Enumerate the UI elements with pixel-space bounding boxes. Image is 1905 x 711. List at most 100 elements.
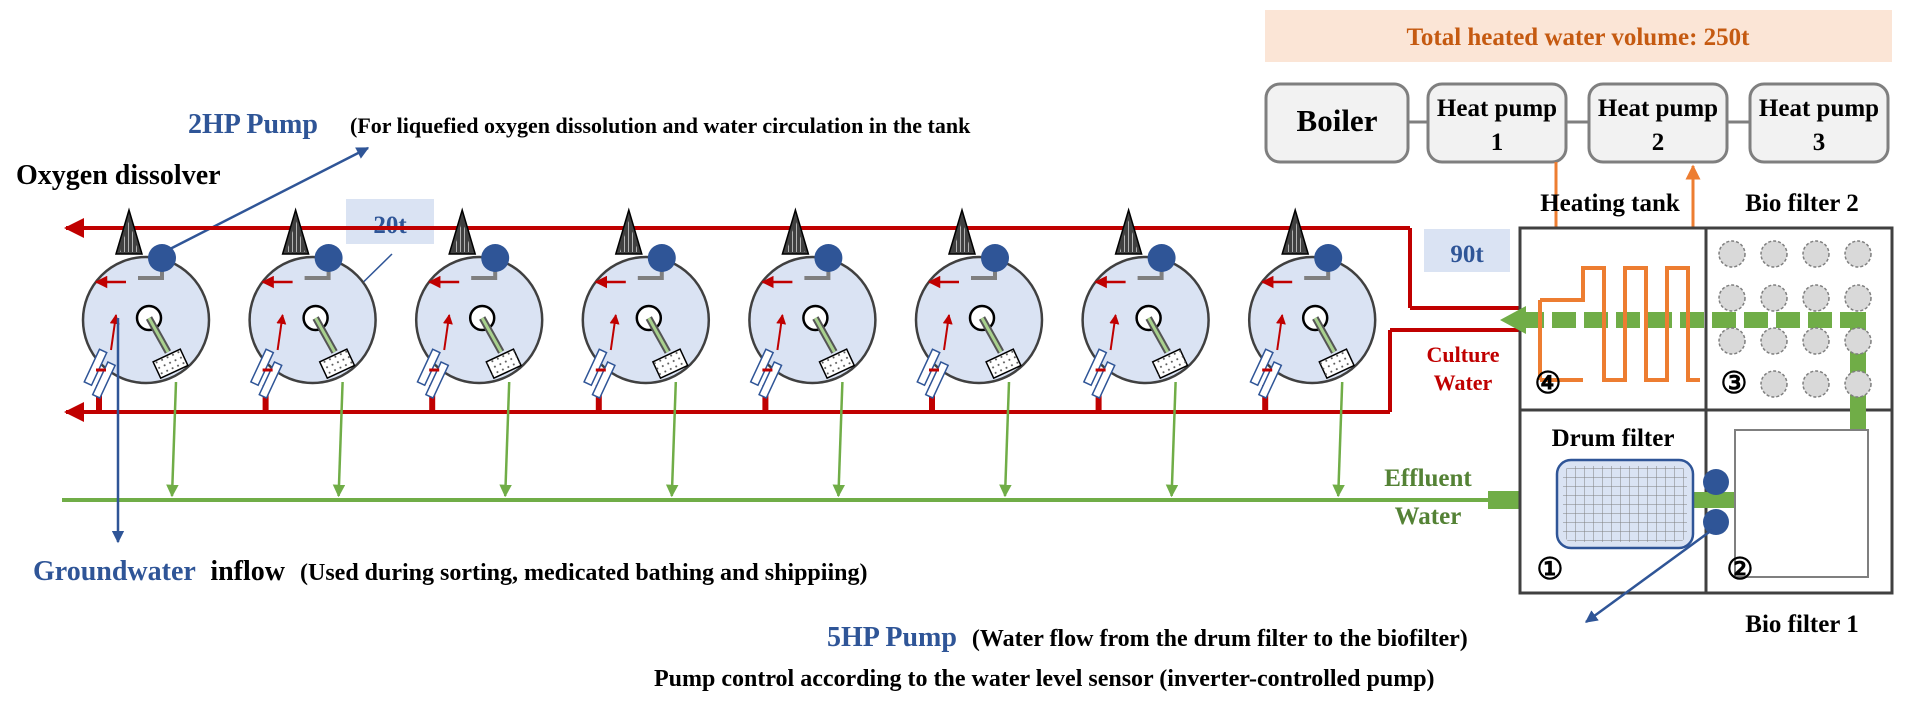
filter-volume-badge: [1424, 229, 1510, 272]
effluent-drop-arrow: [1332, 381, 1345, 498]
culture-tank: [81, 207, 211, 498]
cone-stripes: [786, 220, 805, 252]
heat-pump-3-label: Heat pump: [1759, 95, 1879, 122]
inlet-nozzles: [1249, 348, 1283, 399]
total-volume-banner: [1265, 10, 1892, 62]
compartment-number-1: ①: [1537, 553, 1564, 586]
bio-media-ball: [1718, 240, 1746, 268]
groundwater-name: Groundwater: [33, 556, 195, 587]
tank-volume-label: 20t: [373, 212, 407, 239]
inflow-arrow: [442, 314, 453, 351]
culture-tank: [1081, 207, 1210, 498]
pump-2hp-icon: [647, 244, 676, 272]
cone-stripes: [619, 220, 638, 252]
tank-volume-badge: [346, 199, 434, 244]
filter-system: Heating tank Bio filter 2 Drum filter Bi…: [1500, 190, 1894, 638]
inflow-arrow: [1109, 314, 1120, 351]
effluent-drop-arrow: [1165, 381, 1179, 498]
culture-water-label-1: Culture: [1427, 342, 1500, 367]
bio-media-ball: [1844, 327, 1872, 355]
groundwater-line: Groundwater inflow (Used during sorting,…: [33, 556, 867, 587]
pump-2hp-icon: [148, 244, 176, 272]
sludge-box: [1318, 348, 1356, 380]
pump-2hp-icon: [981, 244, 1009, 272]
heat-pump-2-number: 2: [1652, 129, 1665, 156]
heat-source-heat-pump-1: Heat pump 1: [1426, 82, 1568, 164]
pump-control-note: Pump control according to the water leve…: [654, 666, 1435, 692]
filter-volume-label: 90t: [1450, 241, 1484, 268]
drum-filter-mesh: [1563, 466, 1687, 542]
pump-2hp-description: (For liquefied oxygen dissolution and wa…: [350, 113, 971, 138]
cone-stripes: [953, 220, 971, 252]
bio-filter-1-label: Bio filter 1: [1745, 611, 1858, 638]
inlet-nozzles: [249, 348, 283, 399]
inlet-nozzles: [83, 348, 117, 399]
culture-tank: [581, 207, 711, 498]
culture-tanks: [81, 207, 1377, 498]
inlet-nozzles: [749, 348, 783, 399]
bio-media-ball: [1718, 284, 1746, 312]
inflow-arrow: [942, 314, 953, 351]
bio-media-ball: [1760, 240, 1788, 268]
bio-media-ball: [1802, 370, 1830, 398]
groundwater-description: (Used during sorting, medicated bathing …: [300, 560, 867, 586]
sludge-box: [318, 348, 356, 380]
bio-media-ball: [1844, 240, 1872, 268]
effluent-drop-arrow: [166, 381, 179, 498]
heat-pump-2-label: Heat pump: [1598, 95, 1718, 122]
inflow-arrow: [276, 314, 287, 351]
cone-stripes: [1286, 220, 1305, 252]
bio-filter-1-media: [1734, 429, 1869, 578]
compartment-number-3: ③: [1721, 367, 1748, 400]
inflow-arrow: [1275, 314, 1286, 351]
bio-media-ball: [1802, 327, 1830, 355]
drain-pipe-inner: [314, 317, 336, 353]
boiler-label: Boiler: [1297, 103, 1378, 138]
culture-tank: [748, 207, 877, 498]
inlet-nozzles: [916, 348, 950, 399]
compartment-number-4: ④: [1535, 367, 1562, 400]
pump-2hp-icon: [481, 244, 510, 272]
sludge-box: [1151, 348, 1189, 380]
drain-pipe-inner: [1147, 317, 1169, 353]
pump-2hp-name: 2HP Pump: [188, 109, 318, 140]
culture-tank: [414, 207, 544, 498]
bio-media-ball: [1802, 284, 1830, 312]
drain-pipe-inner: [480, 317, 503, 353]
culture-water-outlet-arrow: [1500, 306, 1526, 334]
pump-2hp-icon: [1147, 244, 1176, 272]
cone-stripes: [453, 220, 472, 252]
pump-5hp-name: 5HP Pump: [827, 622, 957, 653]
bio-filter-2-label: Bio filter 2: [1745, 190, 1858, 217]
pump-2hp-icon: [1314, 244, 1343, 272]
inflow-arrow: [776, 314, 787, 351]
pump-5hp-line: 5HP Pump (Water flow from the drum filte…: [827, 622, 1468, 653]
effluent-drop-arrow: [999, 381, 1012, 498]
culture-tank: [248, 207, 377, 498]
culture-water-label-2: Water: [1434, 370, 1493, 395]
drain-pipe-inner: [147, 317, 170, 353]
drain-pipe-inner: [980, 317, 1003, 353]
culture-tank: [914, 207, 1044, 498]
pump-5hp-pointer: [1584, 528, 1713, 624]
inflow-arrow: [609, 314, 620, 351]
pump-2hp-icon: [314, 244, 343, 272]
effluent-drop-arrow: [499, 381, 512, 498]
heat-pump-3-number: 3: [1813, 129, 1826, 156]
bio-media-ball: [1760, 327, 1788, 355]
bio-media-ball: [1802, 240, 1830, 268]
pump-5hp-description: (Water flow from the drum filter to the …: [972, 626, 1468, 652]
sludge-box: [152, 348, 189, 380]
heating-tank-label: Heating tank: [1540, 190, 1680, 217]
bio-media-ball: [1718, 327, 1746, 355]
effluent-water-label-2: Water: [1395, 503, 1462, 530]
pump-5hp-a: [1703, 469, 1729, 495]
effluent-drop-arrow: [665, 381, 679, 498]
compartment-number-2: ②: [1727, 553, 1754, 586]
sludge-box: [485, 348, 523, 380]
bio-media-ball: [1844, 284, 1872, 312]
pump-2hp-pointer: [167, 146, 370, 252]
drain-pipe-inner: [1313, 317, 1336, 353]
sludge-box: [985, 348, 1022, 380]
